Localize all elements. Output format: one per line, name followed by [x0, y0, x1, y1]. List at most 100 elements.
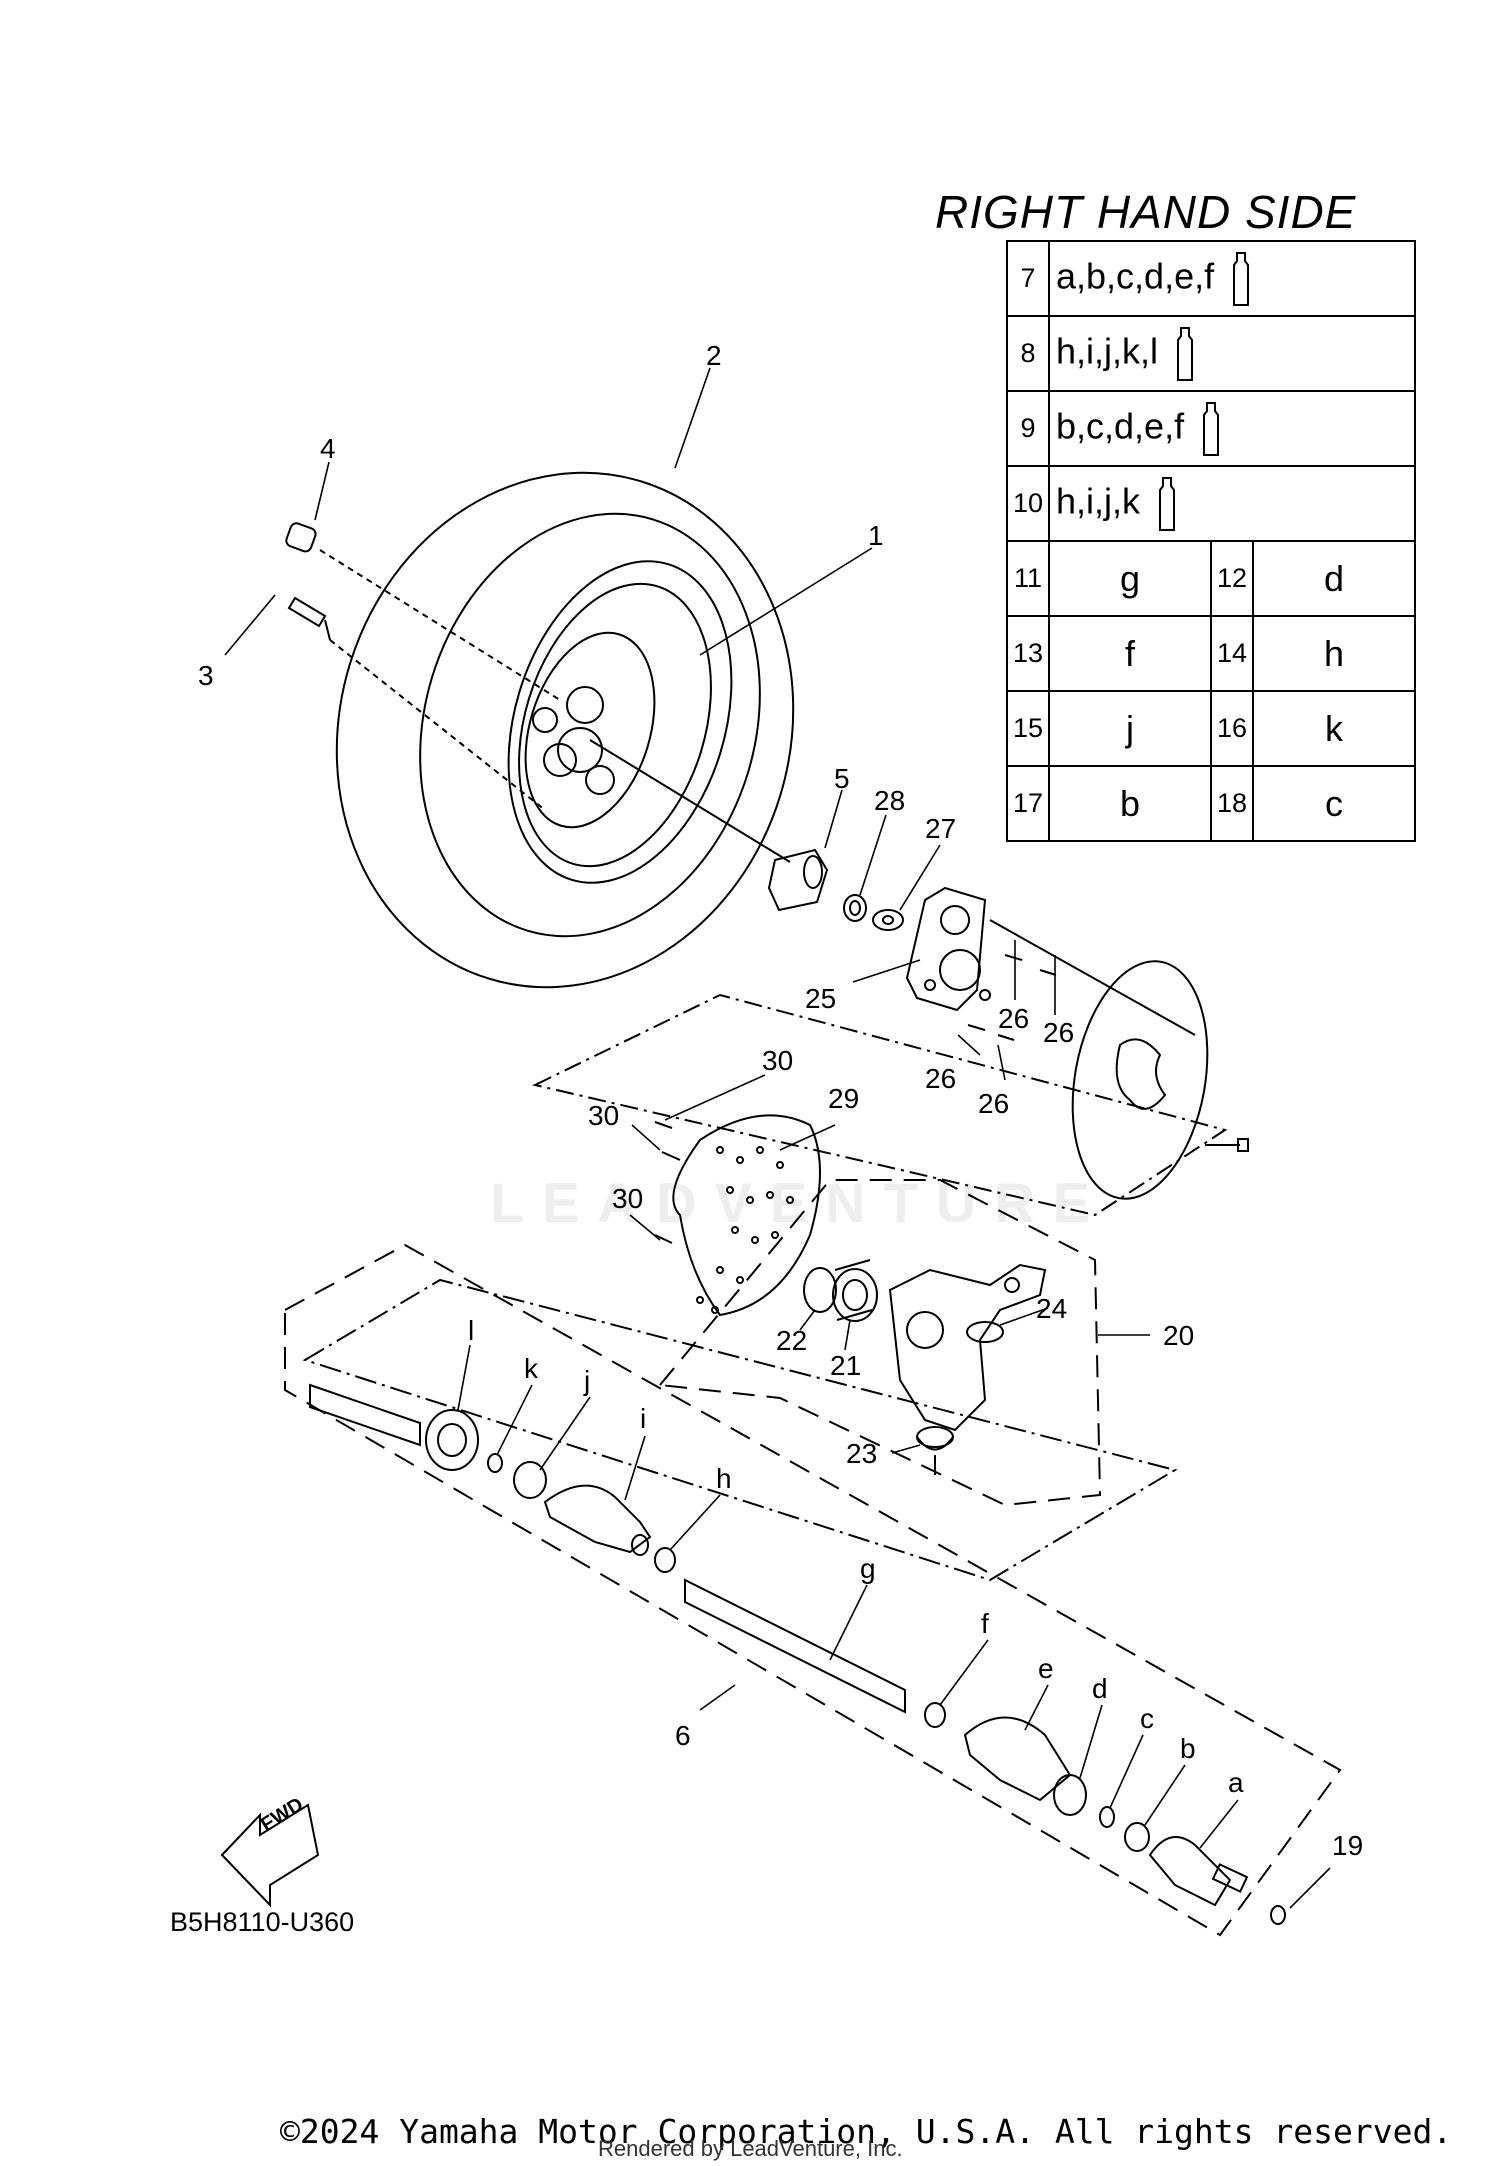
inboard-boot — [543, 1484, 652, 1556]
axle-line — [589, 739, 791, 863]
callout-30-a: 30 — [762, 1045, 793, 1076]
assembly-lines — [319, 549, 561, 811]
callout-l: l — [468, 1315, 474, 1346]
kit-ref: 13 — [1006, 615, 1050, 692]
callout-b: b — [1180, 1733, 1196, 1764]
washer — [872, 909, 904, 931]
callout-23: 23 — [846, 1438, 877, 1469]
wheel-bearing — [832, 1259, 878, 1322]
callout-g: g — [860, 1553, 876, 1584]
callout-28: 28 — [874, 785, 905, 816]
hub-nut — [767, 848, 829, 912]
brake-zone-outline — [532, 993, 1228, 1217]
kit-value: h — [1251, 615, 1417, 692]
callout-1: 1 — [868, 520, 884, 551]
table-row: 17 b 18 c — [1006, 765, 1417, 842]
callout-e: e — [1038, 1653, 1054, 1684]
grease-tube-icon — [1233, 251, 1250, 306]
callout-30-b: 30 — [588, 1100, 619, 1131]
kit-parts: h,i,j,k — [1048, 465, 1416, 542]
ball-joint — [916, 1426, 954, 1475]
table-row: 7 a,b,c,d,e,f — [1006, 240, 1416, 317]
kit-ref: 14 — [1209, 615, 1254, 692]
kit-ref: 18 — [1209, 765, 1254, 842]
kit-ref: 16 — [1209, 690, 1254, 767]
callout-26-a: 26 — [998, 1003, 1029, 1034]
tire — [335, 471, 795, 989]
grease-tube-icon — [1159, 476, 1176, 531]
diagram-code: B5H8110-U360 — [170, 1907, 355, 1937]
callout-2: 2 — [706, 340, 722, 371]
callout-27: 27 — [925, 813, 956, 844]
guard-bolts — [654, 1121, 681, 1244]
callout-a: a — [1228, 1767, 1244, 1798]
end-clip — [1270, 1905, 1286, 1925]
callout-j: j — [583, 1365, 590, 1396]
callout-4: 4 — [320, 433, 336, 464]
inboard-small-band — [654, 1547, 676, 1573]
callout-labels: 1 2 3 4 5 6 19 20 21 22 23 24 25 26 26 2… — [198, 340, 1363, 1861]
rendered-by-notice: Rendered by LeadVenture, Inc. — [598, 2136, 903, 2161]
kit-ref: 11 — [1006, 540, 1050, 617]
callout-29: 29 — [828, 1083, 859, 1114]
kit-value: k — [1251, 690, 1417, 767]
kit-value: b — [1048, 765, 1212, 842]
kit-parts: h,i,j,k,l — [1048, 315, 1416, 392]
brake-disc — [1071, 960, 1249, 1200]
callout-i: i — [640, 1403, 646, 1434]
kit-value: d — [1251, 540, 1417, 617]
kit-parts: b,c,d,e,f — [1048, 390, 1416, 467]
wheel-rim — [518, 582, 712, 868]
valve-stem — [287, 596, 331, 641]
table-row: 15 j 16 k — [1006, 690, 1417, 767]
kit-ref: 8 — [1006, 315, 1050, 392]
callout-20: 20 — [1163, 1320, 1194, 1351]
table-row: 13 f 14 h — [1006, 615, 1417, 692]
callout-26-d: 26 — [978, 1088, 1009, 1119]
kit-parts-text: h,i,j,k — [1056, 480, 1141, 522]
inboard-cv-joint — [309, 1383, 479, 1471]
axle-shaft — [684, 1578, 906, 1714]
page-title: RIGHT HAND SIDE — [935, 186, 1357, 238]
kit-parts-text: b,c,d,e,f — [1056, 405, 1185, 447]
grease-tube-icon — [1203, 401, 1220, 456]
kit-parts: a,b,c,d,e,f — [1048, 240, 1416, 317]
drive-shaft-outline — [284, 1243, 1342, 1937]
knuckle-outline — [658, 1179, 1102, 1507]
grease-tube-icon — [1177, 326, 1194, 381]
outboard-boot-band — [1053, 1774, 1087, 1816]
fwd-arrow-icon — [220, 1803, 320, 1908]
outboard-circlip — [1124, 1822, 1150, 1852]
outboard-cv-joint — [1148, 1836, 1249, 1907]
disc-line — [989, 919, 1196, 1036]
callout-24: 24 — [1036, 1293, 1067, 1324]
callout-25: 25 — [805, 983, 836, 1014]
callout-30-c: 30 — [612, 1183, 643, 1214]
kit-ref: 9 — [1006, 390, 1050, 467]
callout-26-c: 26 — [925, 1063, 956, 1094]
kit-ref: 15 — [1006, 690, 1050, 767]
copyright-notice: ©2024 Yamaha Motor Corporation, U.S.A. A… — [280, 2112, 1453, 2151]
table-row: 8 h,i,j,k,l — [1006, 315, 1416, 392]
outboard-small-band — [924, 1702, 946, 1728]
inboard-snap-ring — [487, 1453, 503, 1473]
callout-c: c — [1140, 1703, 1154, 1734]
callout-k: k — [524, 1353, 539, 1384]
o-ring — [966, 1321, 1004, 1343]
valve-cap — [285, 522, 317, 553]
brake-guard — [672, 1114, 821, 1317]
callout-26-b: 26 — [1043, 1017, 1074, 1048]
kit-value: j — [1048, 690, 1212, 767]
kit-value: c — [1251, 765, 1417, 842]
callout-5: 5 — [834, 763, 850, 794]
inboard-boot-band — [513, 1461, 547, 1499]
kit-ref: 17 — [1006, 765, 1050, 842]
lock-nut — [843, 894, 867, 922]
kit-reference-table: 7 a,b,c,d,e,f 8 h,i,j,k,l 9 b,c,d,e,f 10… — [1006, 240, 1417, 842]
callout-21: 21 — [830, 1350, 861, 1381]
kit-ref: 10 — [1006, 465, 1050, 542]
table-row: 10 h,i,j,k — [1006, 465, 1416, 542]
kit-ref: 7 — [1006, 240, 1050, 317]
kit-ref: 12 — [1209, 540, 1254, 617]
